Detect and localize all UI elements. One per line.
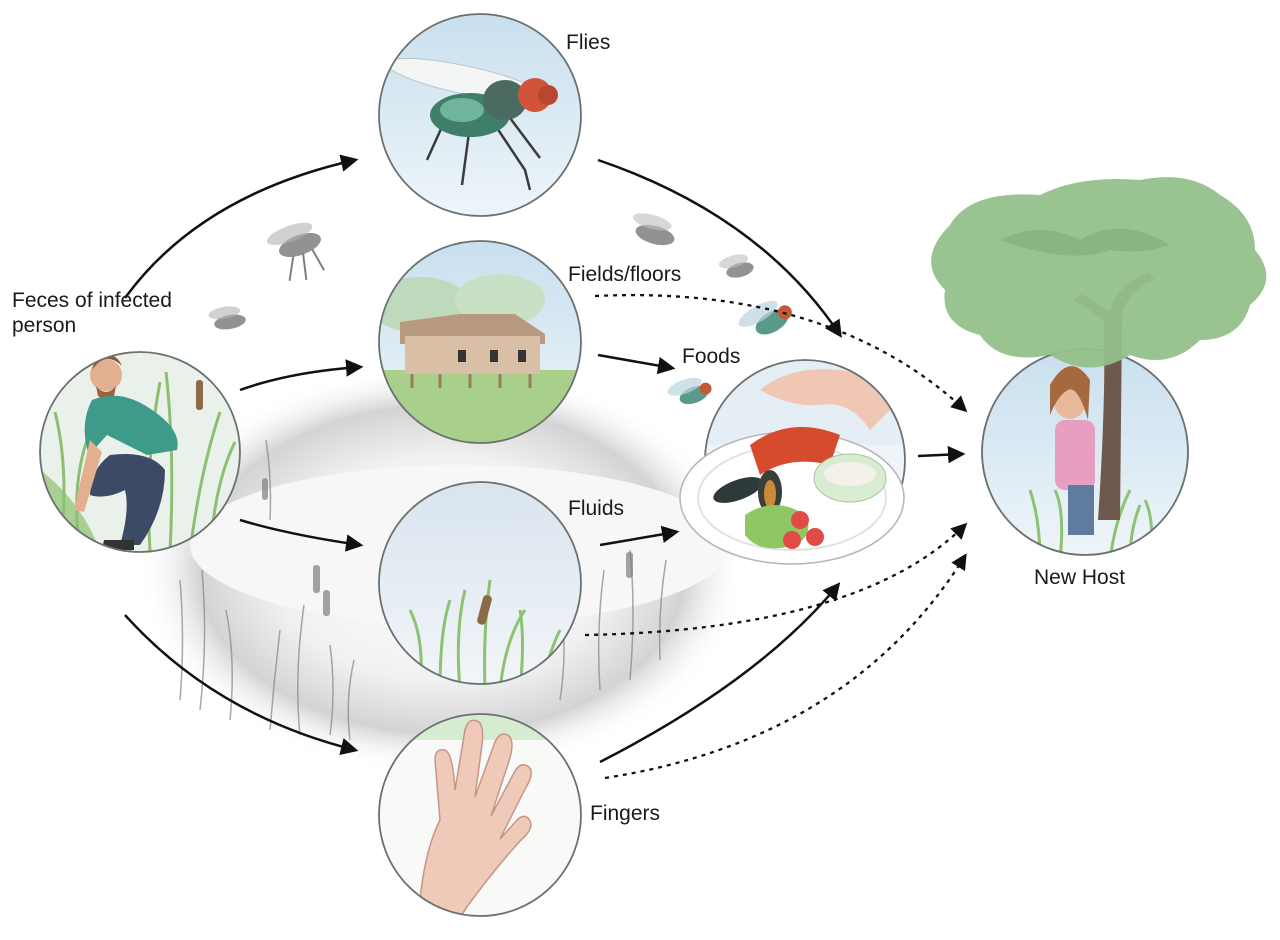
arrow-fingers-to-foods	[599, 582, 841, 764]
arrow-flies-to-foods	[597, 158, 842, 338]
house-field-icon	[379, 274, 581, 443]
arrow-foods-to-host	[917, 445, 966, 464]
arrow-feces-to-fingers	[124, 614, 359, 756]
tree-foliage	[931, 177, 1267, 368]
arrow-feces-to-fluids	[239, 518, 364, 552]
source-person-circle	[39, 351, 241, 553]
tree-trunk	[1074, 272, 1154, 520]
arrow-fingers-to-host	[604, 553, 967, 780]
label-feces-source: Feces of infected person	[12, 289, 172, 338]
arrow-fields-to-foods	[597, 353, 676, 375]
person-crouching-icon	[40, 352, 240, 552]
arrow-fluids-to-host	[584, 522, 968, 637]
label-fluids: Fluids	[568, 497, 625, 520]
foods-circle	[679, 359, 906, 565]
arrow-feces-to-flies	[123, 154, 359, 299]
label-fingers: Fingers	[590, 802, 661, 825]
arrow-fluids-to-foods	[599, 525, 680, 547]
flies-circle	[378, 13, 582, 217]
dotted-arrows	[584, 293, 968, 780]
transmission-arrows	[123, 154, 966, 764]
person-tree-icon	[1028, 366, 1154, 555]
label-foods: Foods	[682, 345, 741, 368]
label-fields-floors: Fields/floors	[568, 263, 682, 286]
host-circle	[931, 177, 1267, 556]
fields-circle	[378, 240, 582, 444]
label-new-host: New Host	[1034, 566, 1126, 589]
arrow-feces-to-fields	[239, 359, 364, 392]
label-flies: Flies	[566, 31, 611, 54]
fly-icon	[208, 213, 754, 330]
fly-icon	[386, 57, 558, 191]
